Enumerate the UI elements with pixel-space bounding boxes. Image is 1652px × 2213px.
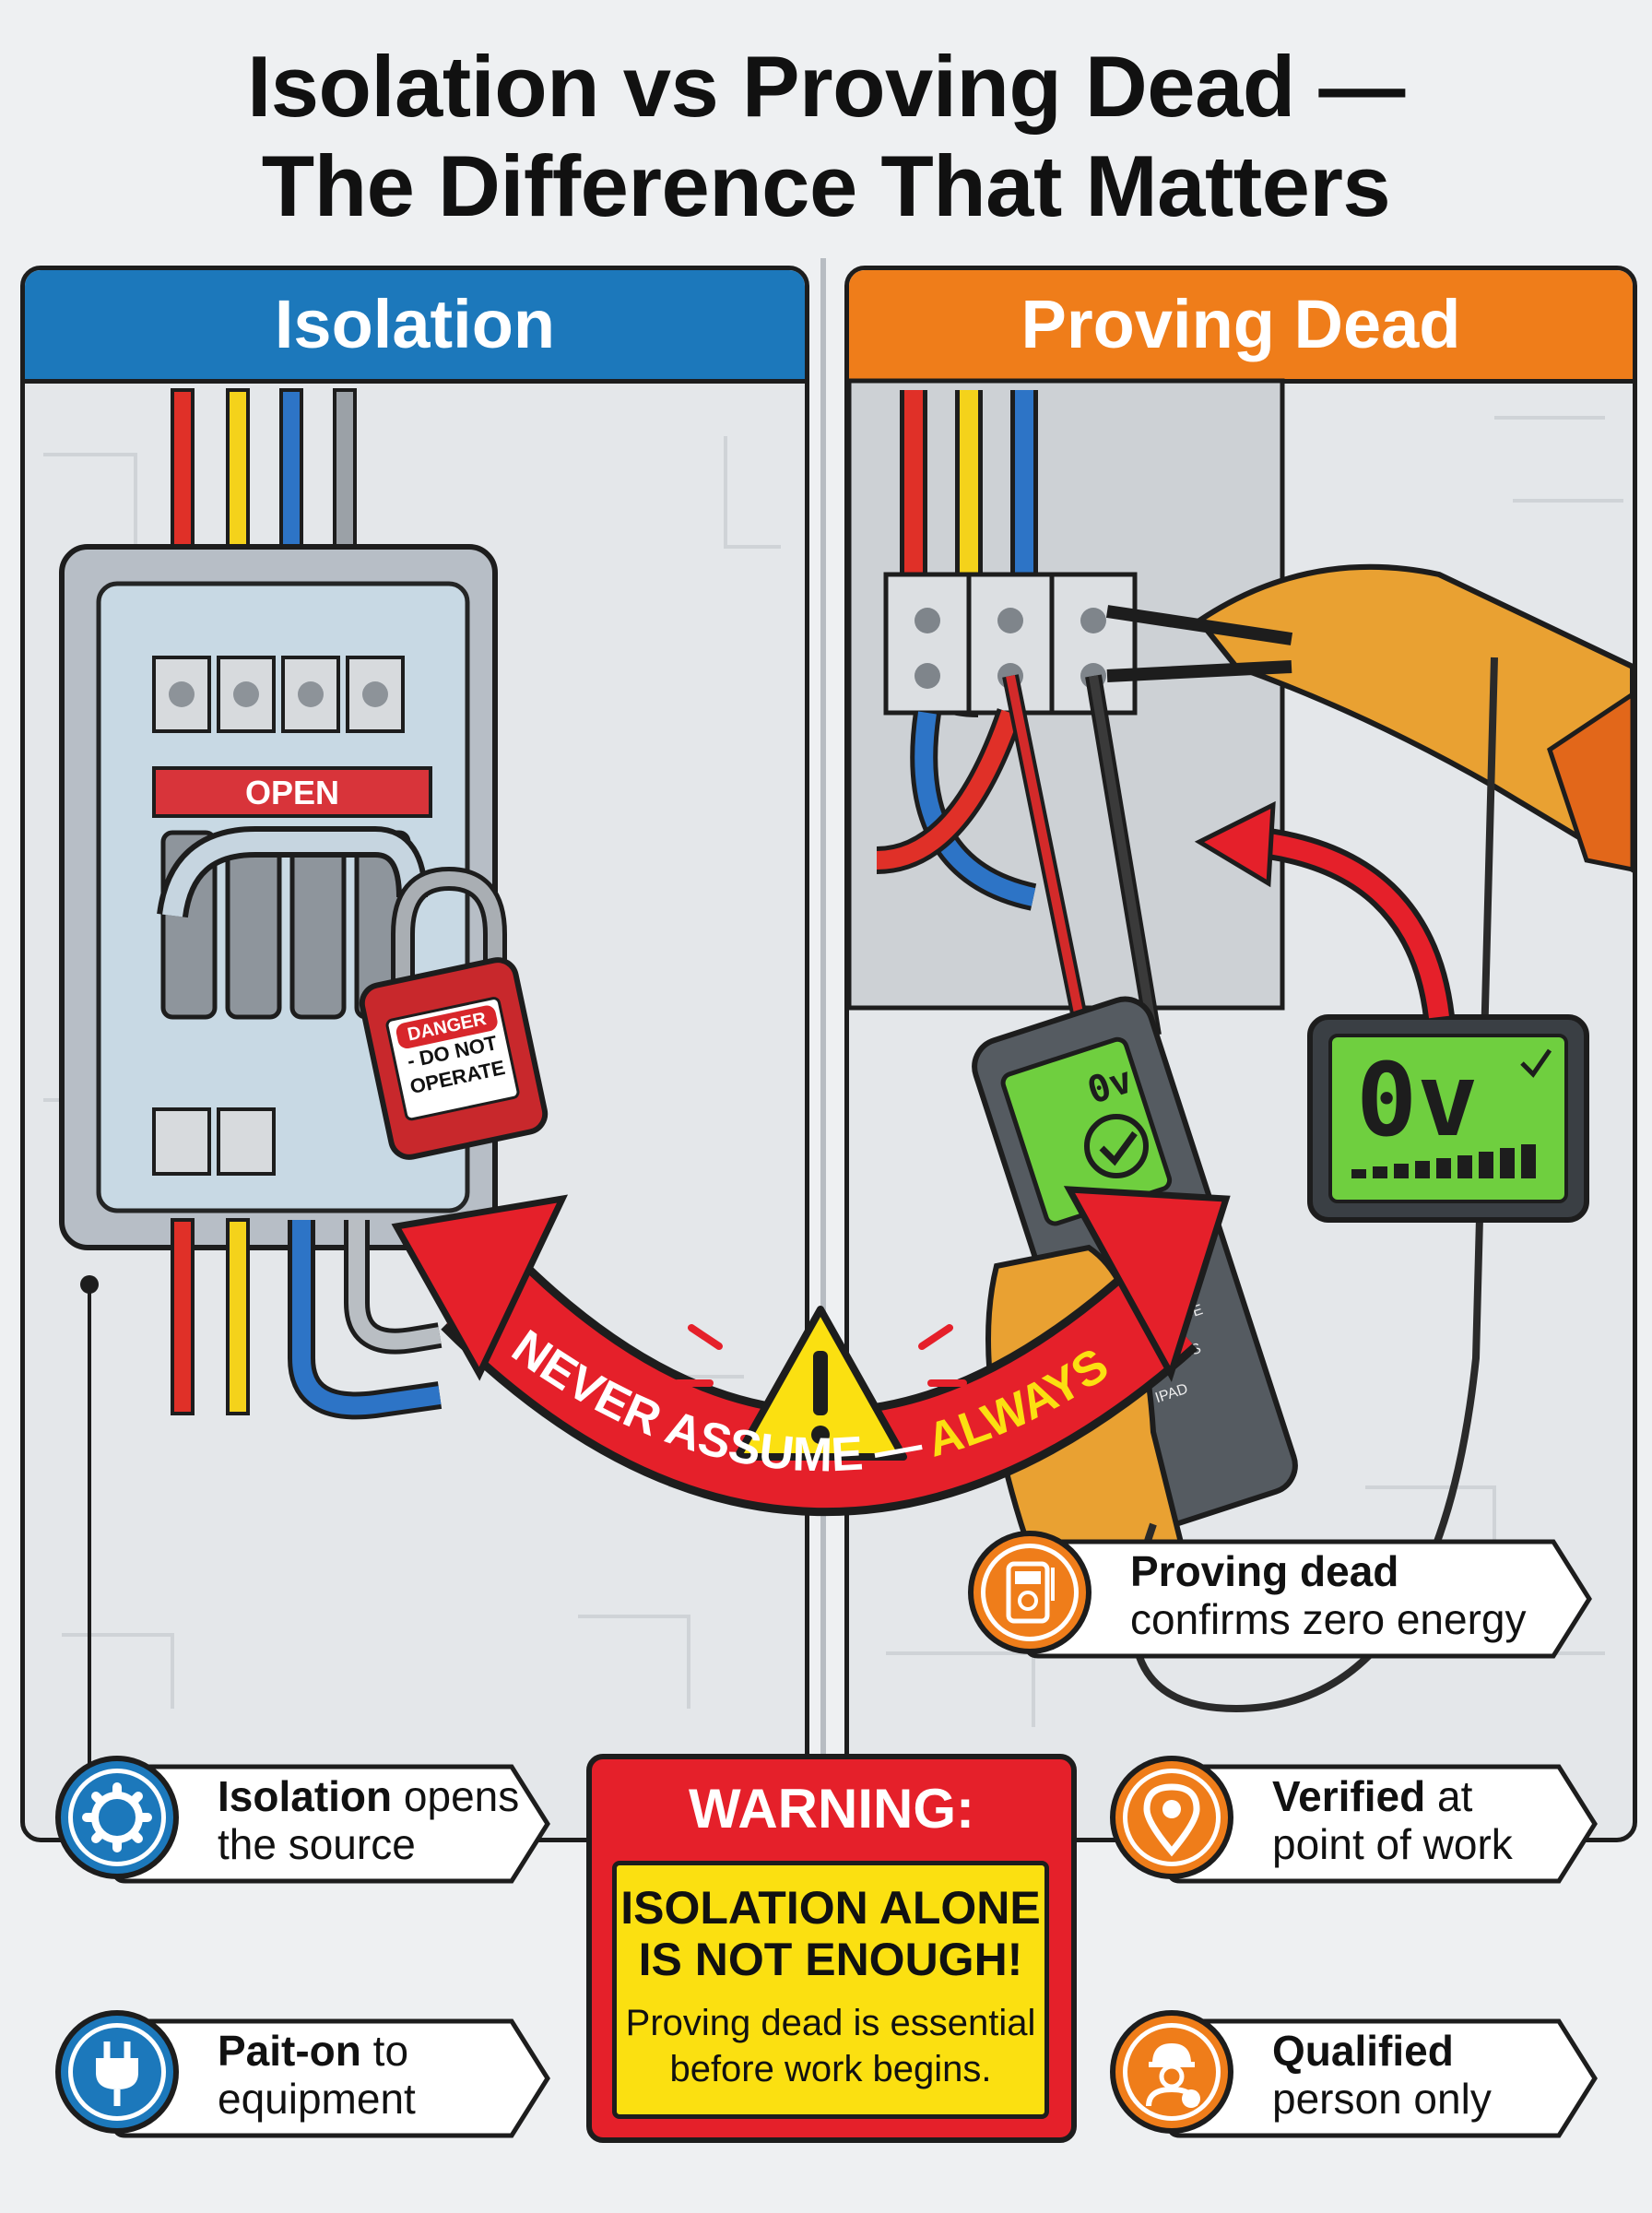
callout-qualified-line2: person only (1272, 2075, 1492, 2123)
callout-pait-on-text: Pait-on to equipment (218, 2027, 416, 2123)
zoom-display-reading: 0v (1356, 1041, 1479, 1159)
isolation-header: Isolation (25, 270, 805, 384)
callout-verified: Verified at point of work (1110, 1756, 1600, 1888)
gear-icon (82, 1782, 152, 1852)
location-pin-icon (1143, 1783, 1200, 1857)
callout-pait-on-bold: Pait-on (218, 2027, 361, 2075)
callout-qualified: Qualified person only (1110, 2010, 1600, 2143)
warning-box: WARNING: ISOLATION ALONE IS NOT ENOUGH! … (586, 1754, 1077, 2143)
proving-dead-header: Proving Dead (849, 270, 1633, 384)
callout-verified-bold: Verified (1272, 1772, 1426, 1820)
callout-pait-on-badge (55, 2010, 179, 2134)
callout-isolation-badge (55, 1756, 179, 1879)
callout-isolation-opens: Isolation opens the source (55, 1756, 553, 1888)
callout-qualified-text: Qualified person only (1272, 2027, 1492, 2123)
warning-sub-line-1: Proving dead is essential (625, 2003, 1036, 2043)
callout-isolation-rest: opens (392, 1772, 520, 1820)
isolation-panel: Isolation (20, 266, 809, 1842)
callout-verified-badge (1110, 1756, 1233, 1879)
warning-head-line-1: ISOLATION ALONE (620, 1882, 1041, 1934)
callout-qualified-badge (1110, 2010, 1233, 2134)
multimeter-icon (1006, 1561, 1055, 1624)
callout-proving-dead: Proving dead confirms zero energy (968, 1531, 1595, 1663)
callout-pait-on: Pait-on to equipment (55, 2010, 553, 2143)
callout-pait-on-line2: equipment (218, 2075, 416, 2123)
warning-sub-line-2: before work begins. (669, 2049, 992, 2089)
callout-proving-dead-badge (968, 1531, 1092, 1654)
callout-pait-on-rest: to (360, 2027, 409, 2075)
callout-proving-dead-line2: confirms zero energy (1130, 1595, 1527, 1643)
callout-verified-rest: at (1425, 1772, 1473, 1820)
callout-isolation-bold: Isolation (218, 1772, 393, 1820)
warning-title: WARNING: (689, 1778, 974, 1840)
callout-verified-line2: point of work (1272, 1820, 1513, 1868)
page-title-line-1: Isolation vs Proving Dead — (247, 38, 1405, 135)
center-divider (820, 258, 826, 2029)
isolator-illustration (43, 388, 781, 1782)
warning-headline: ISOLATION ALONE IS NOT ENOUGH! (617, 1882, 1044, 1985)
callout-proving-dead-text: Proving dead confirms zero energy (1130, 1547, 1527, 1643)
callout-verified-text: Verified at point of work (1272, 1772, 1513, 1868)
page-title-line-2: The Difference That Matters (261, 137, 1391, 234)
plug-icon (96, 2041, 138, 2106)
callout-isolation-line2: the source (218, 1820, 416, 1868)
warning-body: ISOLATION ALONE IS NOT ENOUGH! Proving d… (612, 1861, 1049, 2119)
callout-isolation-text: Isolation opens the source (218, 1772, 519, 1868)
worker-icon (1146, 2043, 1200, 2108)
callout-proving-dead-bold: Proving dead (1130, 1547, 1399, 1595)
switch-open-label: OPEN (244, 774, 340, 811)
warning-subtext: Proving dead is essential before work be… (617, 2000, 1044, 2092)
warning-head-line-2: IS NOT ENOUGH! (638, 1934, 1023, 1985)
callout-qualified-bold: Qualified (1272, 2027, 1454, 2075)
